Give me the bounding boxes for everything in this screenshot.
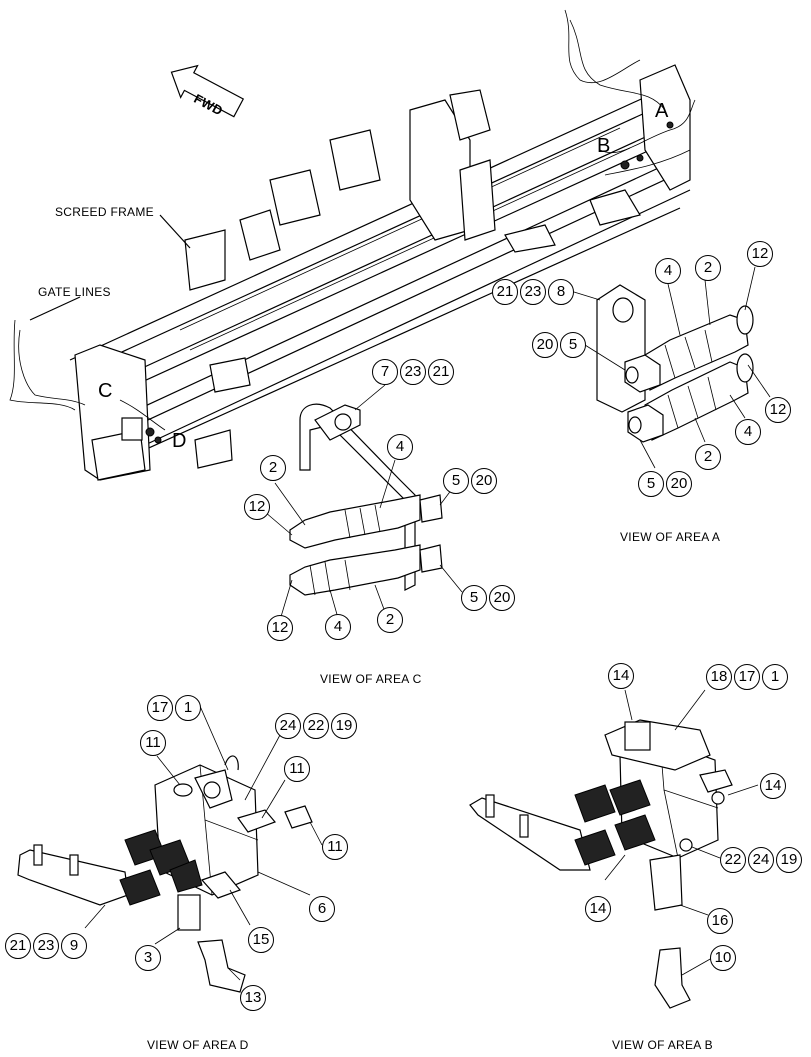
callout-bubble: 2 xyxy=(260,455,286,481)
view-area-a-drawing xyxy=(573,266,771,469)
area-a-marker: A xyxy=(655,100,669,122)
callout-bubble: 14 xyxy=(760,773,786,799)
area-b-marker: B xyxy=(597,135,611,157)
callout-bubble: 19 xyxy=(776,847,802,873)
callout-bubble: 10 xyxy=(710,945,736,971)
view-area-a-caption: VIEW OF AREA A xyxy=(620,530,721,544)
callout-bubble: 2 xyxy=(695,255,721,281)
screed-frame-assembly xyxy=(9,9,696,481)
callout-bubble: 20 xyxy=(666,471,692,497)
callout-bubble: 4 xyxy=(735,419,761,445)
callout-bubble: 20 xyxy=(532,332,558,358)
callout-bubble: 19 xyxy=(331,713,357,739)
callout-bubble: 21 xyxy=(5,933,31,959)
callout-bubble: 17 xyxy=(147,695,173,721)
callout-bubble: 4 xyxy=(325,614,351,640)
callout-bubble: 22 xyxy=(303,713,329,739)
callout-bubble: 7 xyxy=(372,359,398,385)
callout-bubble: 6 xyxy=(309,896,335,922)
callout-bubble: 13 xyxy=(240,985,266,1011)
view-area-d-caption: VIEW OF AREA D xyxy=(147,1038,249,1052)
callout-bubble: 15 xyxy=(248,927,274,953)
callout-bubble: 14 xyxy=(608,663,634,689)
callout-bubble: 12 xyxy=(244,494,270,520)
screed-frame-label: SCREED FRAME xyxy=(55,205,154,219)
callout-bubble: 17 xyxy=(734,664,760,690)
callout-bubble: 18 xyxy=(706,664,732,690)
callout-bubble: 12 xyxy=(747,241,773,267)
callout-bubble: 12 xyxy=(765,397,791,423)
callout-bubble: 8 xyxy=(548,279,574,305)
view-area-c-drawing xyxy=(264,384,463,621)
callout-bubble: 1 xyxy=(762,664,788,690)
callout-bubble: 23 xyxy=(33,933,59,959)
callout-bubble: 11 xyxy=(322,834,348,860)
callout-bubble: 20 xyxy=(471,468,497,494)
callout-bubble: 4 xyxy=(387,434,413,460)
callout-bubble: 11 xyxy=(284,756,310,782)
view-area-b-caption: VIEW OF AREA B xyxy=(612,1038,713,1052)
callout-bubble: 4 xyxy=(655,258,681,284)
callout-bubble: 23 xyxy=(520,279,546,305)
gate-lines-label: GATE LINES xyxy=(38,285,111,299)
callout-bubble: 23 xyxy=(400,359,426,385)
callout-bubble: 3 xyxy=(135,945,161,971)
callout-bubble: 16 xyxy=(707,908,733,934)
fwd-arrow xyxy=(170,64,245,118)
callout-bubble: 2 xyxy=(377,607,403,633)
callout-bubble: 11 xyxy=(140,730,166,756)
view-area-c-caption: VIEW OF AREA C xyxy=(320,672,422,686)
callout-bubble: 9 xyxy=(61,933,87,959)
callout-bubble: 5 xyxy=(443,468,469,494)
area-c-marker: C xyxy=(98,380,113,402)
callout-bubble: 22 xyxy=(720,847,746,873)
view-area-b-drawing xyxy=(469,689,759,1009)
callout-bubble: 5 xyxy=(560,332,586,358)
callout-bubble: 20 xyxy=(489,585,515,611)
callout-bubble: 24 xyxy=(748,847,774,873)
callout-bubble: 2 xyxy=(695,444,721,470)
callout-bubble: 24 xyxy=(275,713,301,739)
callout-bubble: 14 xyxy=(585,896,611,922)
callout-bubble: 5 xyxy=(638,471,664,497)
callout-bubble: 1 xyxy=(175,695,201,721)
callout-bubble: 12 xyxy=(267,615,293,641)
callout-bubble: 21 xyxy=(492,279,518,305)
callout-bubble: 5 xyxy=(461,585,487,611)
area-d-marker: D xyxy=(172,430,187,452)
view-area-d-drawing xyxy=(17,705,323,993)
callout-bubble: 21 xyxy=(428,359,454,385)
